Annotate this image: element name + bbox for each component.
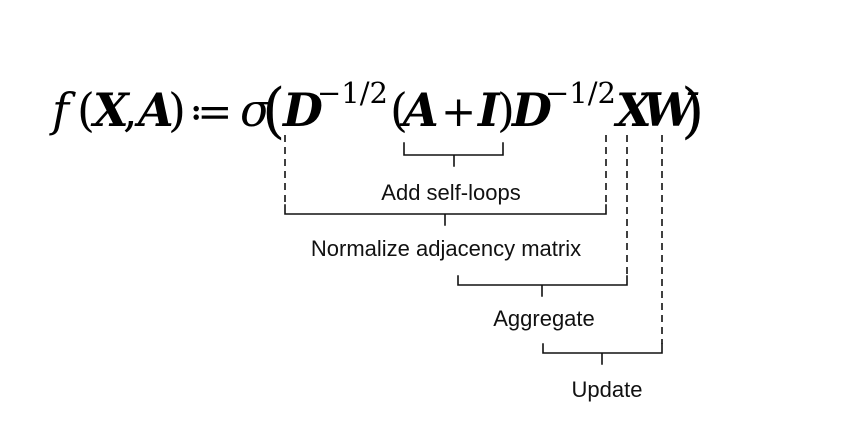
annotation-labels: Add self-loops Normalize adjacency matri… [311, 180, 643, 402]
formula-big-open-paren: ( [262, 76, 285, 146]
label-aggregate: Aggregate [493, 306, 595, 331]
label-normalize-adjacency-matrix: Normalize adjacency matrix [311, 236, 581, 261]
leader-lines [284, 135, 663, 344]
formula-exponent-second: −1/2 [545, 76, 616, 110]
formula-A-inner: A [399, 83, 439, 137]
formula-X: X [90, 83, 131, 137]
formula-A: A [134, 83, 174, 137]
formula-sigma: σ [240, 83, 273, 137]
label-add-self-loops: Add self-loops [381, 180, 520, 205]
brace-update [542, 343, 663, 365]
brace-aggregate [457, 275, 628, 297]
brace-normalize [284, 204, 607, 226]
formula-f: f [49, 83, 76, 137]
formula-open-paren: ( [77, 83, 95, 137]
formula-D-second: D [510, 83, 552, 137]
formula-comma: , [123, 83, 138, 137]
formula-inner-close-paren: ) [497, 83, 515, 137]
formula-X-second: X [613, 83, 654, 137]
formula-big-close-paren: ) [681, 76, 704, 146]
brace-self-loops [403, 142, 504, 167]
underbraces [284, 142, 663, 365]
formula-I: I [476, 83, 501, 137]
formula-W: W [643, 83, 699, 137]
label-update: Update [572, 377, 643, 402]
formula-assign: ≔ [189, 87, 232, 136]
formula-exponent-first: −1/2 [317, 76, 388, 110]
gcn-formula: f ( X , A ) ≔ σ ( D −1/2 ( A + I ) D −1/… [49, 76, 704, 146]
formula-close-paren: ) [168, 83, 186, 137]
formula-inner-open-paren: ( [390, 83, 408, 137]
formula-D-first: D [281, 83, 323, 137]
formula-plus: + [441, 87, 476, 136]
